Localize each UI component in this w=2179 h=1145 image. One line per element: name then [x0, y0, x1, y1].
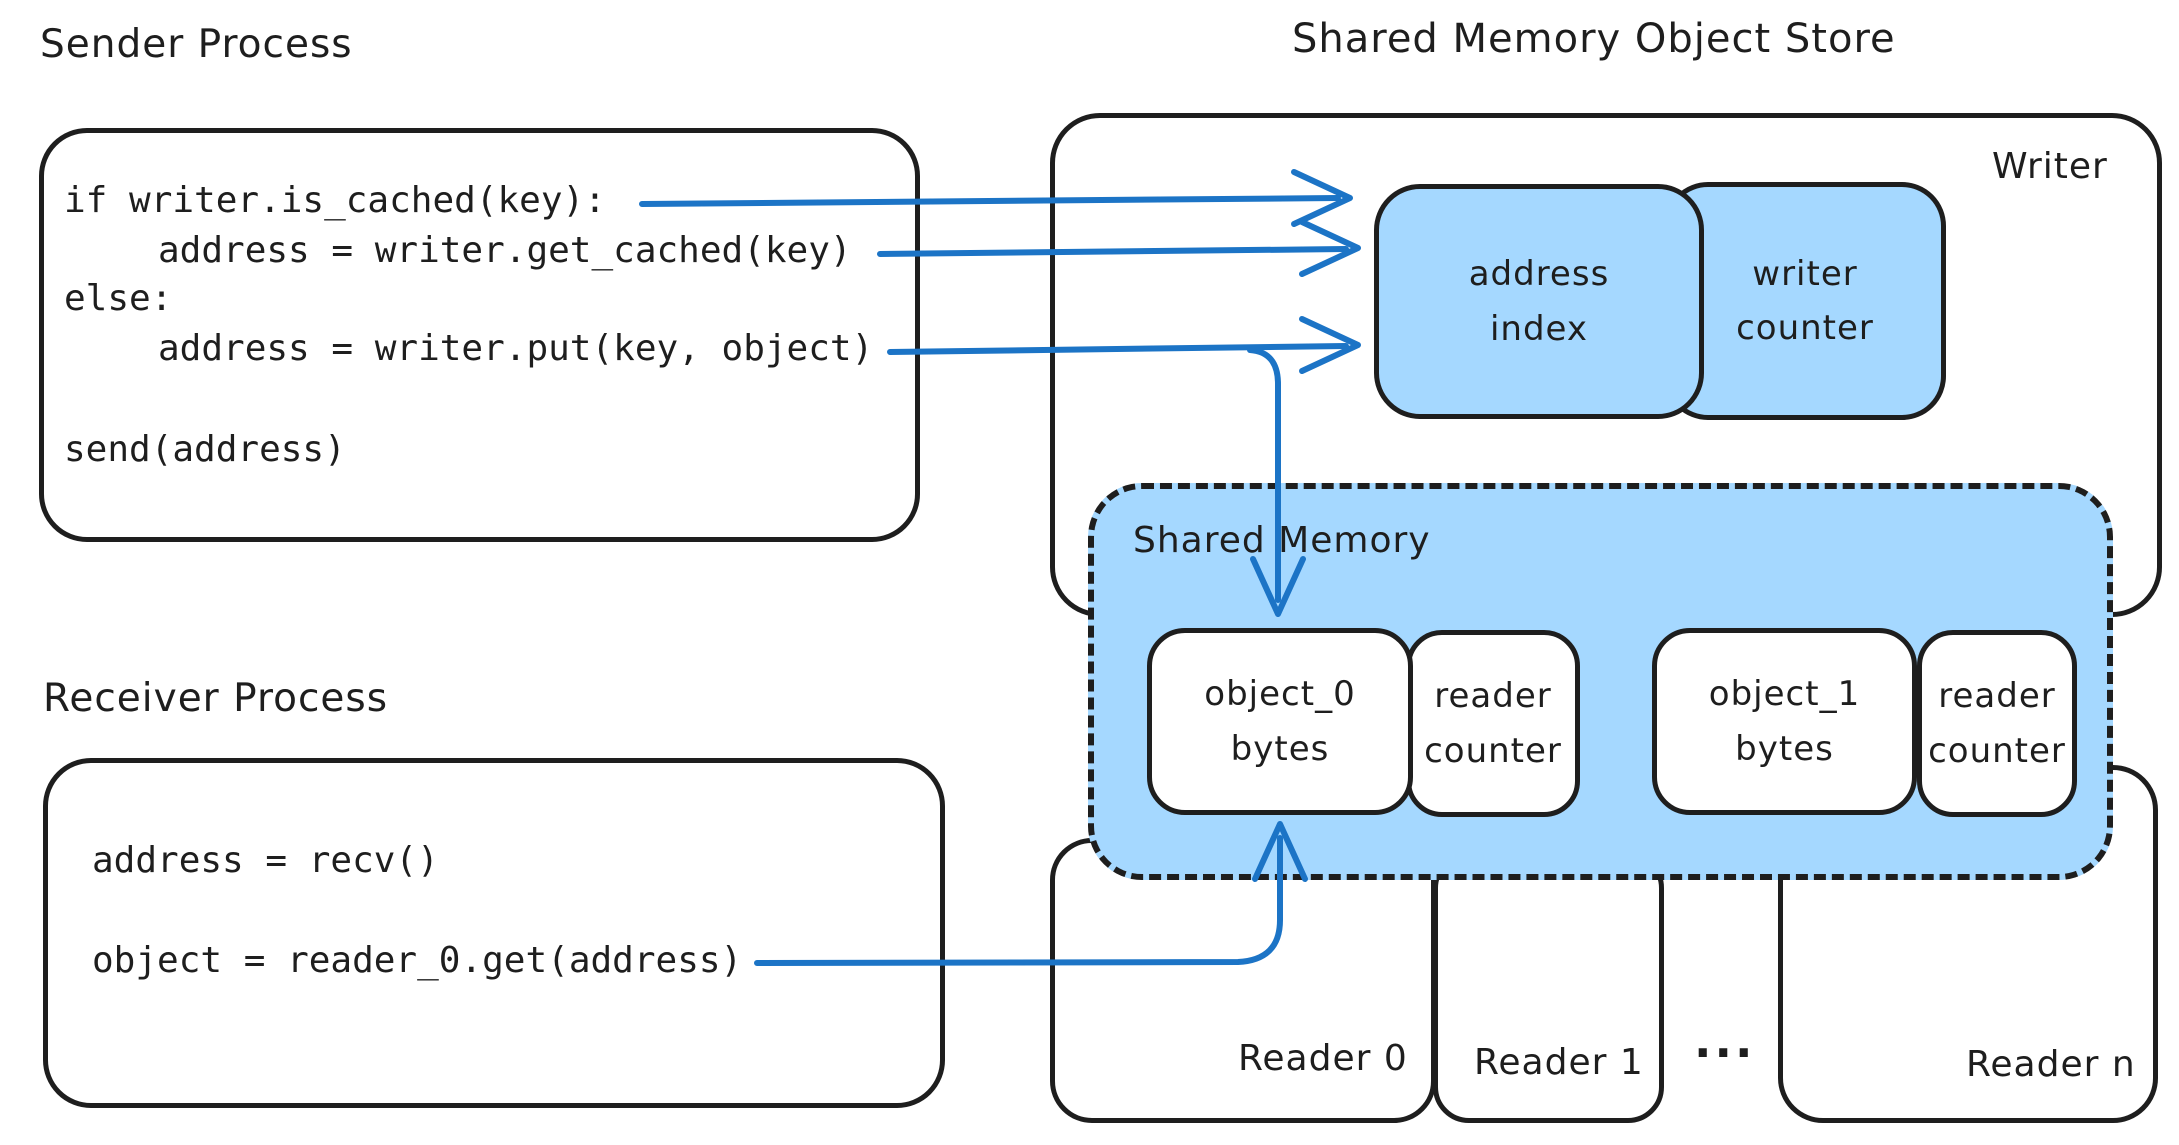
receiver-title: Receiver Process [43, 676, 389, 721]
receiver-box [43, 758, 945, 1108]
address-index-line-1: address [1468, 254, 1610, 295]
reader-ellipsis-label: ... [1694, 1014, 1756, 1068]
reader-1-label: Reader 1 [1474, 1042, 1644, 1083]
reader-0-label: Reader 0 [1238, 1038, 1408, 1079]
reader-1-box [1433, 852, 1664, 1123]
address-index-line-2: index [1489, 308, 1589, 349]
reader-n-label: Reader n [1966, 1044, 2136, 1085]
object-1-line-2: bytes [1735, 728, 1834, 769]
reader-counter-1-line-2: counter [1928, 730, 2066, 771]
reader-counter-1-box: reader counter [1917, 630, 2077, 817]
reader-counter-1-line-1: reader [1938, 676, 2056, 717]
writer-counter-line-1: writer [1752, 253, 1858, 294]
object-1-box: object_1 bytes [1652, 628, 1917, 815]
reader-counter-0-box: reader counter [1406, 630, 1580, 817]
store-title: Shared Memory Object Store [1292, 16, 1896, 62]
reader-counter-0-line-1: reader [1434, 676, 1552, 717]
reader-0-box [1050, 838, 1436, 1123]
sender-code-line-3: else: [64, 278, 173, 319]
writer-counter-box: writer counter [1664, 182, 1946, 420]
writer-label: Writer [1992, 146, 2108, 187]
reader-counter-0-line-2: counter [1424, 730, 1562, 771]
writer-counter-line-2: counter [1736, 308, 1874, 348]
address-index-box: address index [1374, 184, 1704, 419]
sender-code-line-2: address = writer.get_cached(key) [158, 230, 852, 271]
sender-code-line-4: address = writer.put(key, object) [158, 328, 874, 369]
object-0-box: object_0 bytes [1147, 628, 1413, 815]
sender-title: Sender Process [40, 22, 353, 67]
receiver-code-line-1: address = recv() [92, 840, 439, 881]
sender-code-line-1: if writer.is_cached(key): [64, 180, 606, 221]
shared-memory-label: Shared Memory [1133, 520, 1431, 561]
receiver-code-line-2: object = reader_0.get(address) [92, 940, 743, 981]
sender-code-line-5: send(address) [64, 429, 346, 470]
object-0-line-1: object_0 [1204, 674, 1356, 715]
object-1-line-1: object_1 [1708, 674, 1861, 715]
object-0-line-2: bytes [1230, 728, 1330, 769]
